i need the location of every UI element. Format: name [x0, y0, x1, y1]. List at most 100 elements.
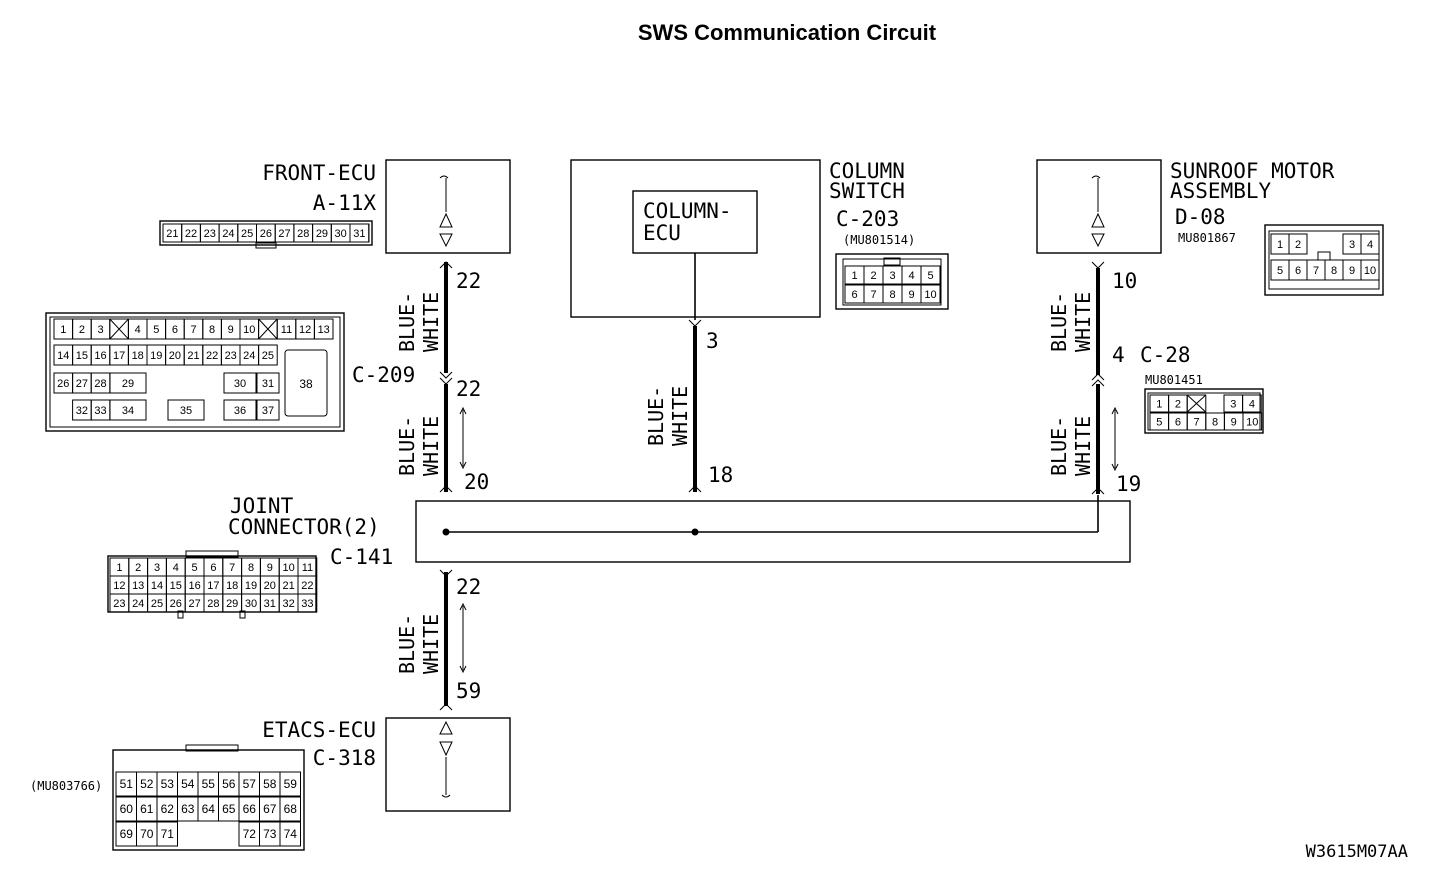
- c28-pin-4: 4: [1249, 399, 1255, 411]
- joint-pin-14: 14: [151, 580, 163, 592]
- column-switch-pin-10: 10: [924, 289, 936, 301]
- figure-code: W3615M07AA: [1306, 842, 1408, 862]
- joint-pin-19: 19: [245, 580, 257, 592]
- front-ecu-pin-26: 26: [260, 228, 272, 240]
- c209-pin-14: 14: [57, 350, 69, 362]
- front-ecu-pin-24: 24: [222, 228, 234, 240]
- joint-pin-21: 21: [282, 580, 294, 592]
- front-ecu-box: [385, 159, 511, 254]
- etacs-pin-53: 53: [161, 777, 175, 791]
- joint-pin-12: 12: [113, 580, 125, 592]
- c209-pin-4: 4: [135, 324, 141, 336]
- front-ecu-connector: A-11X: [313, 191, 377, 215]
- wire-color-5a: BLUE-: [1047, 416, 1071, 476]
- c209-pin-5: 5: [153, 324, 159, 336]
- c209-pin-6: 6: [172, 324, 178, 336]
- c209-pin-25: 25: [262, 350, 274, 362]
- column-switch-pin-1: 1: [851, 270, 857, 282]
- column-switch-name-1: COLUMN: [829, 159, 905, 183]
- joint-pin-24: 24: [132, 598, 144, 610]
- etacs-pin-74-cell: [279, 821, 301, 847]
- c209-pin-31: 31: [262, 378, 274, 390]
- etacs-pin-71: 71: [161, 827, 175, 841]
- c28-pin-label: 4: [1112, 343, 1125, 367]
- c209-pin-20: 20: [169, 350, 181, 362]
- c209-pin-34: 34: [122, 405, 134, 417]
- wire-color-4b: WHITE: [1071, 292, 1095, 352]
- wire-joint-to-etacs: 22 59 BLUE- WHITE: [395, 569, 481, 711]
- column-switch-name-2: SWITCH: [829, 179, 905, 203]
- joint-node-left: [442, 528, 450, 536]
- joint-pin-27: 27: [188, 598, 200, 610]
- joint-pin-8: 8: [248, 562, 254, 574]
- column-switch-pin-5-cell: [920, 265, 941, 285]
- c209-pin-38: 38: [299, 377, 313, 391]
- c209-pin-2: 2: [79, 324, 85, 336]
- joint-pin-32: 32: [282, 598, 294, 610]
- joint-pin-13: 13: [132, 580, 144, 592]
- c209-pin-35-cell: [167, 399, 205, 421]
- c28-connector-label: C-28: [1140, 343, 1191, 367]
- c28-blank-x: [1186, 394, 1207, 413]
- wire-color-6b: WHITE: [419, 614, 443, 674]
- c28-pin-3: 3: [1230, 399, 1236, 411]
- c209-pin-27: 27: [76, 378, 88, 390]
- c28-pin-6: 6: [1175, 417, 1181, 429]
- column-switch-pin-8: 8: [889, 289, 895, 301]
- joint-pin-18: 18: [226, 580, 238, 592]
- sunroof-connector: D-08: [1175, 205, 1226, 229]
- front-ecu-signal-symbol: [439, 175, 453, 248]
- etacs-pin-54: 54: [181, 777, 195, 791]
- c209-pin-30-cell: [223, 372, 257, 394]
- c28-pin-4-cell: [1242, 394, 1262, 413]
- column-switch-pin-5: 5: [927, 270, 933, 282]
- c28-pin-10: 10: [1246, 417, 1258, 429]
- etacs-pin-61: 61: [140, 802, 154, 816]
- sunroof-pin-1: 1: [1277, 239, 1283, 251]
- c209-pin-18: 18: [132, 350, 144, 362]
- joint-connector-box: [415, 500, 1131, 563]
- joint-name-2: CONNECTOR(2): [228, 515, 380, 539]
- wire-color-1a: BLUE-: [395, 292, 419, 352]
- etacs-part-no: (MU803766): [30, 779, 102, 793]
- etacs-pin-62: 62: [161, 802, 175, 816]
- column-switch-pin-6: 6: [851, 289, 857, 301]
- etacs-pin-57: 57: [243, 777, 257, 791]
- c209-pin-7: 7: [190, 324, 196, 336]
- sunroof-pin-5: 5: [1277, 265, 1283, 277]
- wire-c209-to-joint: 22 20 BLUE- WHITE: [395, 377, 489, 494]
- column-switch-pin-3: 3: [889, 270, 895, 282]
- joint-pin-31: 31: [264, 598, 276, 610]
- etacs-pin-74: 74: [284, 827, 298, 841]
- c28-pin-5: 5: [1156, 417, 1162, 429]
- wire-color-5b: WHITE: [1071, 416, 1095, 476]
- c209-pin-37: 37: [262, 405, 274, 417]
- c28-pin-9: 9: [1231, 417, 1237, 429]
- sunroof-pin-6: 6: [1295, 265, 1301, 277]
- c209-pin-25-cell: [258, 344, 278, 366]
- wire-front-ecu-to-c209: 22 BLUE- WHITE: [395, 261, 481, 385]
- front-ecu-pin-30: 30: [335, 228, 347, 240]
- pin-joint-in-left: 20: [464, 470, 489, 494]
- sunroof-signal-symbol: [1091, 175, 1105, 248]
- joint-pin-25: 25: [151, 598, 163, 610]
- c209-pin-8: 8: [209, 324, 215, 336]
- c209-pin-36: 36: [234, 405, 246, 417]
- etacs-signal-symbol: [439, 720, 453, 798]
- etacs-pin-67: 67: [263, 802, 277, 816]
- c209-pin-33: 33: [94, 405, 106, 417]
- etacs-pin-60: 60: [120, 802, 134, 816]
- front-ecu-pin-29: 29: [316, 228, 328, 240]
- c209-pin-23: 23: [225, 350, 237, 362]
- c209-pin-1: 1: [60, 324, 66, 336]
- pin-joint-in-right: 19: [1116, 472, 1141, 496]
- joint-name-1: JOINT: [230, 494, 294, 518]
- joint-pin-20: 20: [264, 580, 276, 592]
- c209-pin-11: 11: [281, 324, 292, 336]
- column-switch-pin-9: 9: [908, 289, 914, 301]
- front-ecu-pin-28: 28: [297, 228, 309, 240]
